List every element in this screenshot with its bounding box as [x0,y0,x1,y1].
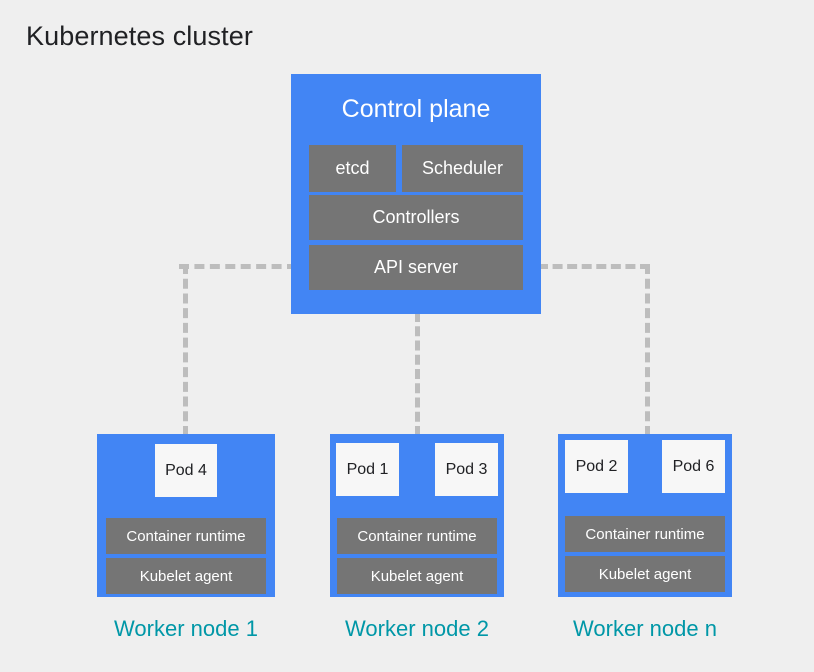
pod-box[interactable]: Pod 2 [565,440,628,493]
worker-node-1-box[interactable]: Pod 4 Container runtime Kubelet agent [97,434,275,597]
pod-box[interactable]: Pod 6 [662,440,725,493]
connector-api-server-to-worker-node-1-vertical [183,264,188,436]
connector-api-server-to-worker-node-n-horizontal [538,264,650,269]
kubelet-agent-bar[interactable]: Kubelet agent [565,556,725,592]
page-title: Kubernetes cluster [26,21,253,51]
pod-box[interactable]: Pod 3 [435,443,498,496]
worker-node-n-caption: Worker node n [573,616,717,641]
kubelet-agent-bar[interactable]: Kubelet agent [337,558,497,594]
container-runtime-bar[interactable]: Container runtime [565,516,725,552]
worker-node-n-box[interactable]: Pod 2 Pod 6 Container runtime Kubelet ag… [558,434,732,597]
connector-api-server-to-worker-node-n-vertical [645,264,650,436]
container-runtime-bar[interactable]: Container runtime [337,518,497,554]
pod-box[interactable]: Pod 4 [155,444,217,497]
worker-node-2-caption: Worker node 2 [345,616,489,641]
control-plane-box[interactable]: Control plane etcd Scheduler Controllers… [291,74,541,314]
connector-api-server-to-worker-node-1-horizontal [179,264,297,269]
control-plane-component-scheduler[interactable]: Scheduler [402,145,523,192]
control-plane-component-etcd[interactable]: etcd [309,145,396,192]
control-plane-component-api-server[interactable]: API server [309,245,523,290]
container-runtime-bar[interactable]: Container runtime [106,518,266,554]
control-plane-title: Control plane [341,95,491,123]
kubelet-agent-bar[interactable]: Kubelet agent [106,558,266,594]
pod-box[interactable]: Pod 1 [336,443,399,496]
worker-node-1-caption: Worker node 1 [114,616,258,641]
control-plane-component-controllers[interactable]: Controllers [309,195,523,240]
connector-control-plane-to-worker-node-2-vertical [415,312,420,436]
worker-node-2-box[interactable]: Pod 1 Pod 3 Container runtime Kubelet ag… [330,434,504,597]
